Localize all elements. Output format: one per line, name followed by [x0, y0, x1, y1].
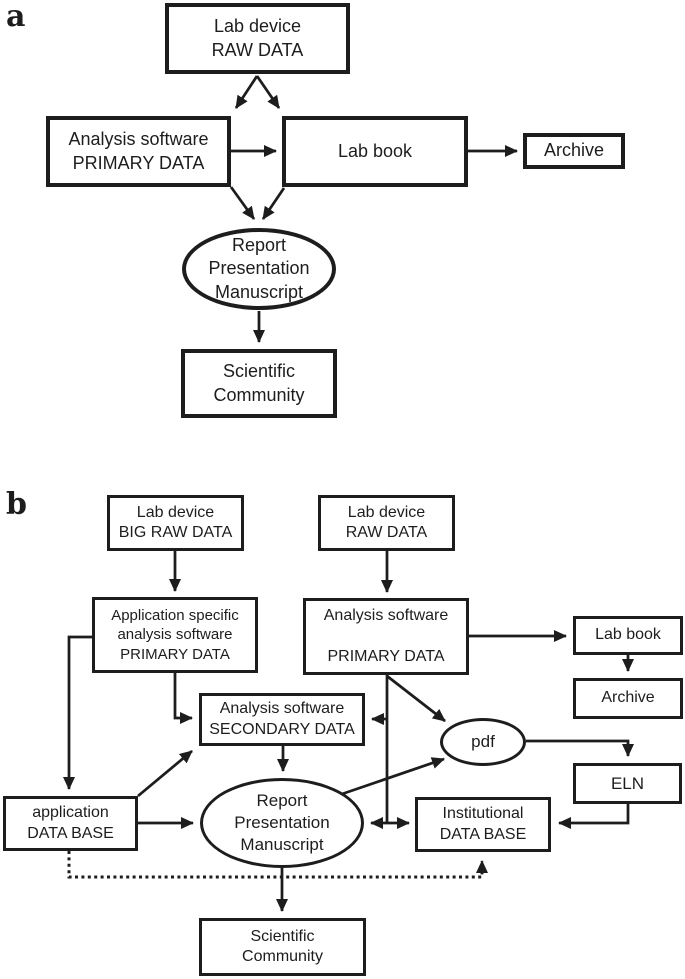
arrow-a-analysis-to-report: [229, 186, 256, 220]
node-a-archive: Archive: [523, 133, 625, 169]
node-b-lab-device-big: Lab device BIG RAW DATA: [107, 495, 244, 551]
node-b-analysis-secondary: Analysis software SECONDARY DATA: [199, 693, 365, 746]
arrow-b-pdf-to-eln: [526, 739, 634, 757]
node-b-analysis-primary: Analysis software PRIMARY DATA: [303, 598, 469, 675]
arrow-a-labbook-to-report: [261, 187, 286, 220]
arrow-b-report-to-pdf: [341, 757, 445, 796]
node-b-report: Report Presentation Manuscript: [200, 778, 364, 868]
node-a-analysis-software: Analysis software PRIMARY DATA: [46, 116, 231, 187]
node-b-scientific-community: Scientific Community: [199, 918, 366, 976]
node-b-lab-device-raw: Lab device RAW DATA: [318, 495, 455, 551]
arrow-b-appdatabase-to-institutional-dotted: [67, 851, 488, 879]
arrow-a-labdevice-to-analysis: [234, 75, 259, 109]
node-b-pdf: pdf: [440, 718, 526, 766]
node-b-institutional-database: Institutional DATA BASE: [415, 797, 551, 852]
arrow-b-appspecific-to-appdatabase: [63, 635, 92, 790]
node-b-application-database: application DATA BASE: [3, 796, 138, 851]
arrow-b-appspecific-to-secondary: [173, 673, 193, 724]
arrow-b-appdatabase-to-secondary: [137, 749, 193, 798]
panel-a-label: a: [6, 0, 26, 34]
arrow-a-labdevice-to-labbook: [255, 75, 281, 109]
arrow-b-analysisprimary-to-pdf: [386, 674, 446, 723]
node-b-app-specific-analysis: Application specific analysis software P…: [92, 597, 258, 673]
node-a-lab-book: Lab book: [282, 116, 468, 187]
node-b-eln: ELN: [573, 763, 682, 804]
node-b-lab-book: Lab book: [573, 616, 683, 655]
node-a-lab-device: Lab device RAW DATA: [165, 3, 350, 74]
panel-b-label: b: [6, 487, 27, 522]
node-b-archive: Archive: [573, 678, 683, 719]
arrow-b-eln-to-institutional: [558, 804, 630, 829]
node-a-report: Report Presentation Manuscript: [182, 228, 336, 310]
node-a-scientific-community: Scientific Community: [181, 349, 337, 418]
